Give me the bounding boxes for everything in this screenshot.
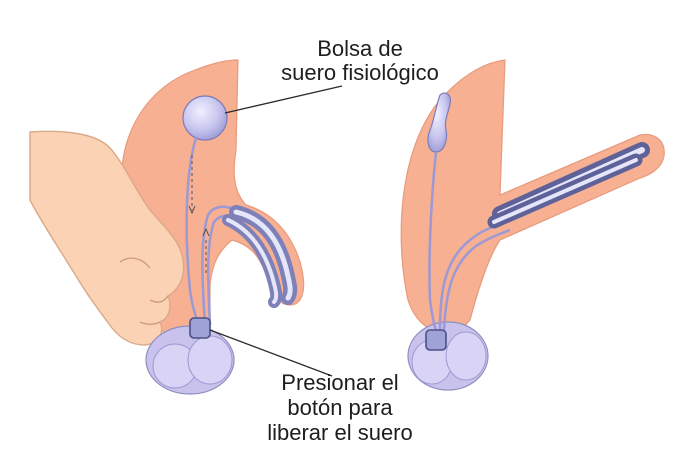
saline-reservoir-label-line1: Bolsa de [317, 36, 403, 61]
hand-finger-line [139, 321, 161, 325]
pump-tube [442, 228, 511, 331]
right-implant-cylinder-highlight [492, 158, 638, 224]
pump-leader-line [209, 329, 333, 377]
flow-arrow-head [202, 227, 210, 237]
left-testicle [187, 335, 233, 385]
flow-arrow-head [188, 205, 196, 215]
hand-knuckle-line [119, 257, 151, 269]
implant-diagram [29, 59, 665, 395]
reservoir-tube [428, 151, 438, 331]
saline-reservoir-label: Bolsa de suero fisiológico [210, 36, 510, 92]
pump-tube [201, 205, 237, 326]
reservoir-leader-line [224, 85, 343, 114]
right-erect-figure [400, 59, 665, 391]
pump-button-label-line1: Presionar el [281, 370, 399, 395]
hand-illustration [29, 130, 185, 346]
left-implant-cylinder-highlight [233, 209, 293, 301]
reservoir-tube [185, 137, 200, 323]
left-flaccid-figure [29, 59, 305, 395]
deflated-reservoir [427, 92, 451, 153]
pump-button-label-line2: botón para [287, 395, 393, 420]
pump-button-label-line3: liberar el suero [267, 420, 413, 445]
saline-reservoir [182, 95, 228, 141]
right-pump [425, 329, 447, 351]
right-testicle [445, 331, 487, 381]
pump-button-label: Presionar el botón para liberar el suero [245, 370, 435, 450]
pump-button [189, 317, 211, 339]
hand-finger-line [149, 295, 169, 303]
saline-reservoir-label-line2: suero fisiológico [281, 60, 439, 85]
left-implant-cylinder-highlight [226, 218, 279, 304]
